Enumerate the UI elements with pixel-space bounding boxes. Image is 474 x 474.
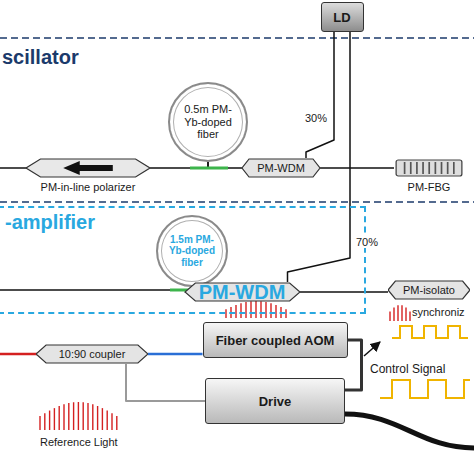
component-label: 1.5m PM-Yb-doped fiber — [165, 234, 219, 269]
signal-label: Reference Light — [40, 436, 118, 448]
section-divider — [0, 37, 474, 39]
fiber-coil: 1.5m PM-Yb-doped fiber — [156, 215, 228, 287]
signal-label: synchroniz — [412, 306, 465, 318]
laser-diode-box: LD — [321, 2, 364, 32]
pulse-train — [390, 305, 410, 321]
pulse-train — [226, 301, 286, 318]
component-label: PM-isolato — [403, 284, 455, 296]
aom-box: Fiber coupled AOM — [203, 322, 348, 358]
inline-polarizer: PM-in-line polarizer — [26, 158, 150, 193]
grating-symbol — [394, 158, 464, 178]
component-label: 0.5m PM-Yb-doped fiber — [178, 103, 239, 141]
component-label: Drive — [253, 394, 298, 409]
component-label: PM-in-line polarizer — [26, 181, 150, 193]
component-label: PM-FBG — [394, 181, 464, 193]
split-ratio: 30% — [304, 112, 328, 124]
component-label: 10:90 coupler — [59, 348, 126, 360]
fiber-wire — [0, 289, 190, 291]
signal-label: Control Signal — [370, 362, 445, 376]
driver-box: Drive — [205, 378, 345, 424]
component-label: PM-WDM — [257, 162, 305, 174]
amplifier-region: -amplifier 1.5m PM-Yb-doped fiberPM-WDM — [0, 206, 366, 314]
wdm-coupler: PM-WDM — [185, 282, 300, 302]
drive-cable — [345, 414, 474, 448]
fiber-coil: 0.5m PM-Yb-doped fiber — [168, 82, 248, 162]
section-divider — [0, 201, 474, 203]
fiber-connector — [288, 32, 351, 282]
fiber-bragg-grating: PM-FBG — [394, 158, 464, 193]
split-ratio: 70% — [355, 236, 379, 248]
pulse-train — [40, 402, 117, 430]
fiber-connector — [126, 364, 205, 401]
section-title: -amplifier — [5, 211, 95, 234]
component-label: LD — [327, 10, 356, 25]
polarizer-symbol — [26, 158, 150, 178]
fiber-connector — [306, 32, 334, 158]
sync-square-wave — [392, 326, 468, 338]
control-square-wave — [380, 380, 470, 398]
component-label: PM-WDM — [199, 281, 286, 304]
fiber-connector — [320, 167, 394, 169]
gain-fiber — [190, 167, 228, 170]
fiber-connector — [148, 353, 203, 356]
section-title: scillator — [2, 46, 79, 69]
fiber-connector — [300, 291, 389, 293]
seed-fiber — [0, 353, 38, 356]
isolator: PM-isolato — [388, 280, 470, 300]
fiber-coupler: 10:90 coupler — [36, 344, 148, 364]
signal-arrow — [364, 342, 380, 356]
component-label: Fiber coupled AOM — [210, 333, 341, 348]
wdm-coupler: PM-WDM — [242, 158, 320, 178]
fiber-wire — [0, 167, 28, 169]
